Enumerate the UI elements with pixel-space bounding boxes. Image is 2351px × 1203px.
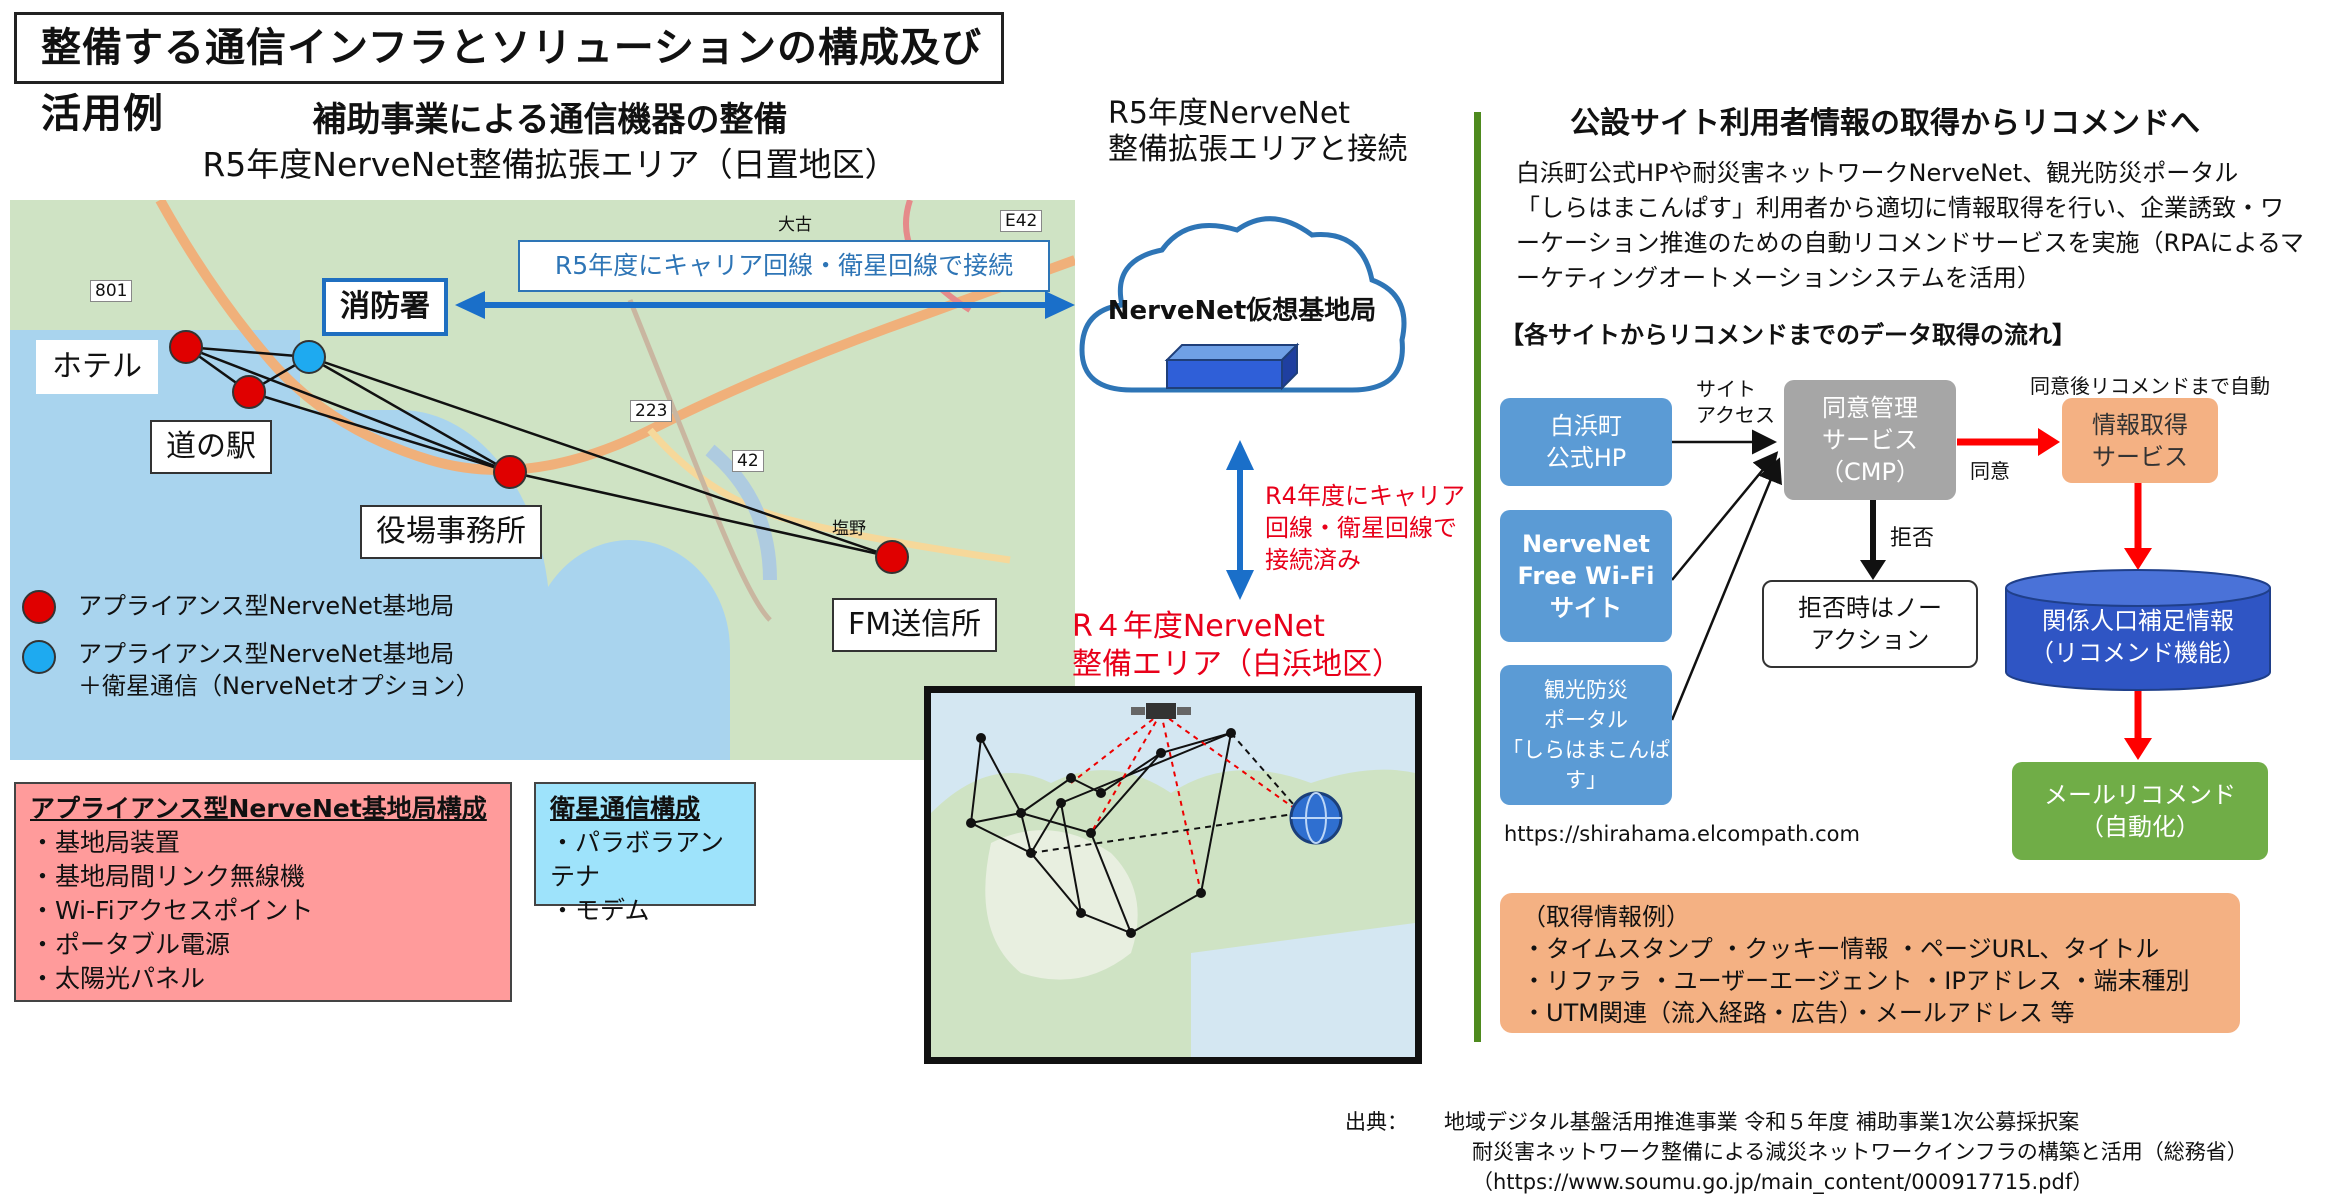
left-heading: 補助事業による通信機器の整備 [312,100,788,140]
db-cylinder [2005,569,2271,691]
right-desc-line: 「しらはまこんぱす」利用者から適切に情報取得を行い、企業誘致・ワ [1516,194,2284,222]
middle-top-label-1: R5年度NerveNet [1108,96,1351,131]
agree-label: 同意 [1970,459,2010,483]
r4-area-label: R４年度NerveNet 整備エリア（白浜地区） [1072,608,1402,684]
box-no-action: 拒否時はノーアクション [1762,580,1978,668]
hiki-network-lines [185,345,893,559]
r4-area-line-1: R４年度NerveNet [1072,609,1325,644]
map-label-shiono: 塩野 [832,519,866,539]
section-divider [1474,112,1481,1042]
right-description: 白浜町公式HPや耐災害ネットワークNerveNet、観光防災ポータル 「しらはま… [1516,156,2304,296]
satellite-item: ・モデム [550,896,650,925]
legend-red-dot [22,590,56,624]
map-label-e42: E42 [1000,210,1043,232]
node-office [493,455,527,489]
r4-connection-note: R4年度にキャリア 回線・衛星回線で 接続済み [1265,480,1465,576]
r4-note-line: R4年度にキャリア [1265,482,1465,510]
node-fire-station [292,340,326,374]
virtual-basestation-icon [1164,342,1300,391]
r4-area-line-2: 整備エリア（白浜地区） [1072,647,1402,682]
appliance-item: ・太陽光パネル [30,964,206,993]
map-label-223: 223 [630,400,673,422]
satellite-config-title: 衛星通信構成 [550,794,701,823]
page-title: 整備する通信インフラとソリューションの構成及び活用例 [14,12,1004,137]
label-fm: FM送信所 [832,598,998,652]
example-line: ・タイムスタンプ ・クッキー情報 ・ページURL、タイトル [1522,935,2160,963]
appliance-item: ・ポータブル電源 [30,930,231,959]
right-desc-line: 白浜町公式HPや耐災害ネットワークNerveNet、観光防災ポータル [1516,159,2239,187]
citation-line-1: 地域デジタル基盤活用推進事業 令和５年度 補助事業1次公募採択案 [1444,1110,2080,1134]
consent-auto-label: 同意後リコメンドまで自動 [2030,374,2270,398]
left-subheading: R5年度NerveNet整備拡張エリア（日置地区） [202,145,898,184]
appliance-item: ・Wi-Fiアクセスポイント [30,896,314,925]
satellite-config-box: 衛星通信構成 ・パラボラアンテナ ・モデム [534,782,756,925]
box-tourism-portal: 観光防災ポータル「しらはまこんぱす」 [1500,665,1672,805]
citation-line-3: （https://www.soumu.go.jp/main_content/00… [1472,1170,2094,1194]
shirahama-map [924,686,1422,1064]
right-heading: 公設サイト利用者情報の取得からリコメンドへ [1570,106,2200,141]
site-access-line: サイト [1696,377,1756,401]
appliance-config-title: アプライアンス型NerveNet基地局構成 [30,794,487,823]
legend-blue-text-1: アプライアンス型NerveNet基地局 [78,640,455,668]
label-office: 役場事務所 [360,505,542,559]
example-line: ・UTM関連（流入経路・広告）・メールアドレス 等 [1522,999,2075,1027]
globe-icon [1289,791,1343,845]
label-fire-station: 消防署 [322,278,448,336]
box-shirahama-hp: 白浜町公式HP [1500,398,1672,486]
right-desc-line: ーケティングオートメーションシステムを活用） [1516,264,2041,292]
cloud-label: NerveNet仮想基地局 [1107,296,1377,326]
legend-blue-dot [22,640,56,674]
label-michinoeki: 道の駅 [150,420,272,474]
site-access-label: サイト アクセス [1696,376,1775,428]
example-line: ・リファラ ・ユーザーエージェント ・IPアドレス ・端末種別 [1522,967,2190,995]
satellite-icon [1131,703,1191,719]
flow-title: 【各サイトからリコメンドまでのデータ取得の流れ】 [1500,321,2076,349]
r4-note-line: 回線・衛星回線で [1265,514,1457,542]
map-label-801: 801 [90,280,133,302]
examples-title: （取得情報例） [1522,903,1690,931]
box-mail-recommend: メールリコメンド（自動化） [2012,762,2268,860]
r4-note-line: 接続済み [1265,546,1361,574]
middle-top-label: R5年度NerveNet 整備拡張エリアと接続 [1108,96,1407,168]
r5-double-arrow [455,291,1075,319]
node-hotel [169,330,203,364]
legend-red-text: アプライアンス型NerveNet基地局 [78,592,455,620]
legend-blue-text-2: ＋衛星通信（NerveNetオプション） [78,672,480,700]
db-label: 関係人口補足情報（リコメンド機能） [2030,607,2246,667]
nervenet-cloud [1079,216,1407,393]
appliance-config-box: アプライアンス型NerveNet基地局構成 ・基地局装置 ・基地局間リンク無線機… [14,782,512,1002]
examples-box: （取得情報例） ・タイムスタンプ ・クッキー情報 ・ページURL、タイトル ・リ… [1500,893,2240,1033]
appliance-item: ・基地局装置 [30,828,181,857]
node-fm [875,540,909,574]
citation-label: 出典： [1345,1110,1408,1134]
satellite-item: ・パラボラアンテナ [550,828,725,891]
river-mouth [530,540,730,760]
r5-link-label: R5年度にキャリア回線・衛星回線で接続 [518,240,1050,292]
portal-url: https://shirahama.elcompath.com [1504,822,1860,846]
site-access-line: アクセス [1696,403,1775,427]
appliance-item: ・基地局間リンク無線機 [30,862,306,891]
map-label-oko: 大古 [778,215,812,235]
box-info-acquisition: 情報取得サービス [2062,398,2218,483]
label-hotel: ホテル [36,340,158,394]
r4-double-arrow [1226,440,1254,600]
box-cmp: 同意管理サービス（CMP） [1784,380,1956,500]
right-desc-line: ーケーション推進のための自動リコメンドサービスを実施（RPAによるマ [1516,229,2304,257]
flow-arrows [1670,428,2152,760]
refuse-label: 拒否 [1890,526,1935,551]
node-michinoeki [232,375,266,409]
map-label-42: 42 [732,450,764,472]
middle-top-label-2: 整備拡張エリアと接続 [1108,132,1408,167]
shirahama-map-drawing [931,693,1415,1057]
citation-line-2: 耐災害ネットワーク整備による減災ネットワークインフラの構築と活用（総務省） [1472,1140,2248,1164]
